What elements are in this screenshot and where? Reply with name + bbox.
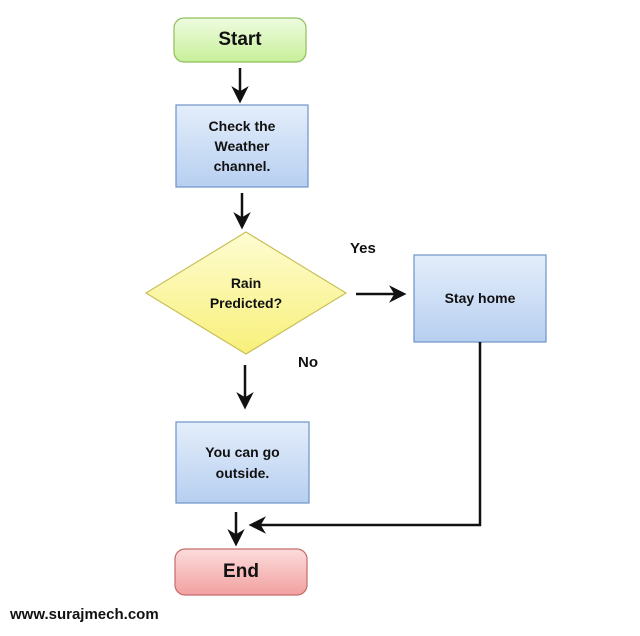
stay-home-node [413, 254, 547, 343]
end-node [174, 548, 308, 596]
no-label: No [298, 354, 318, 371]
rain-decision-label: Rain Predicted? [209, 274, 283, 311]
check-weather-label: Check the Weather channel. [208, 117, 276, 175]
arrow-stay-home-to-end [248, 342, 482, 534]
go-outside-label: You can go outside. [205, 444, 280, 481]
end-label: End [223, 561, 259, 583]
site-url-footer: www.surajmech.com [10, 606, 159, 623]
rain-decision-node [144, 231, 348, 355]
check-weather-node [175, 104, 309, 188]
yes-label: Yes [350, 240, 376, 257]
start-node [173, 17, 307, 63]
stay-home-label: Stay home [444, 290, 516, 307]
start-label: Start [218, 29, 262, 51]
go-outside-node [175, 421, 310, 504]
